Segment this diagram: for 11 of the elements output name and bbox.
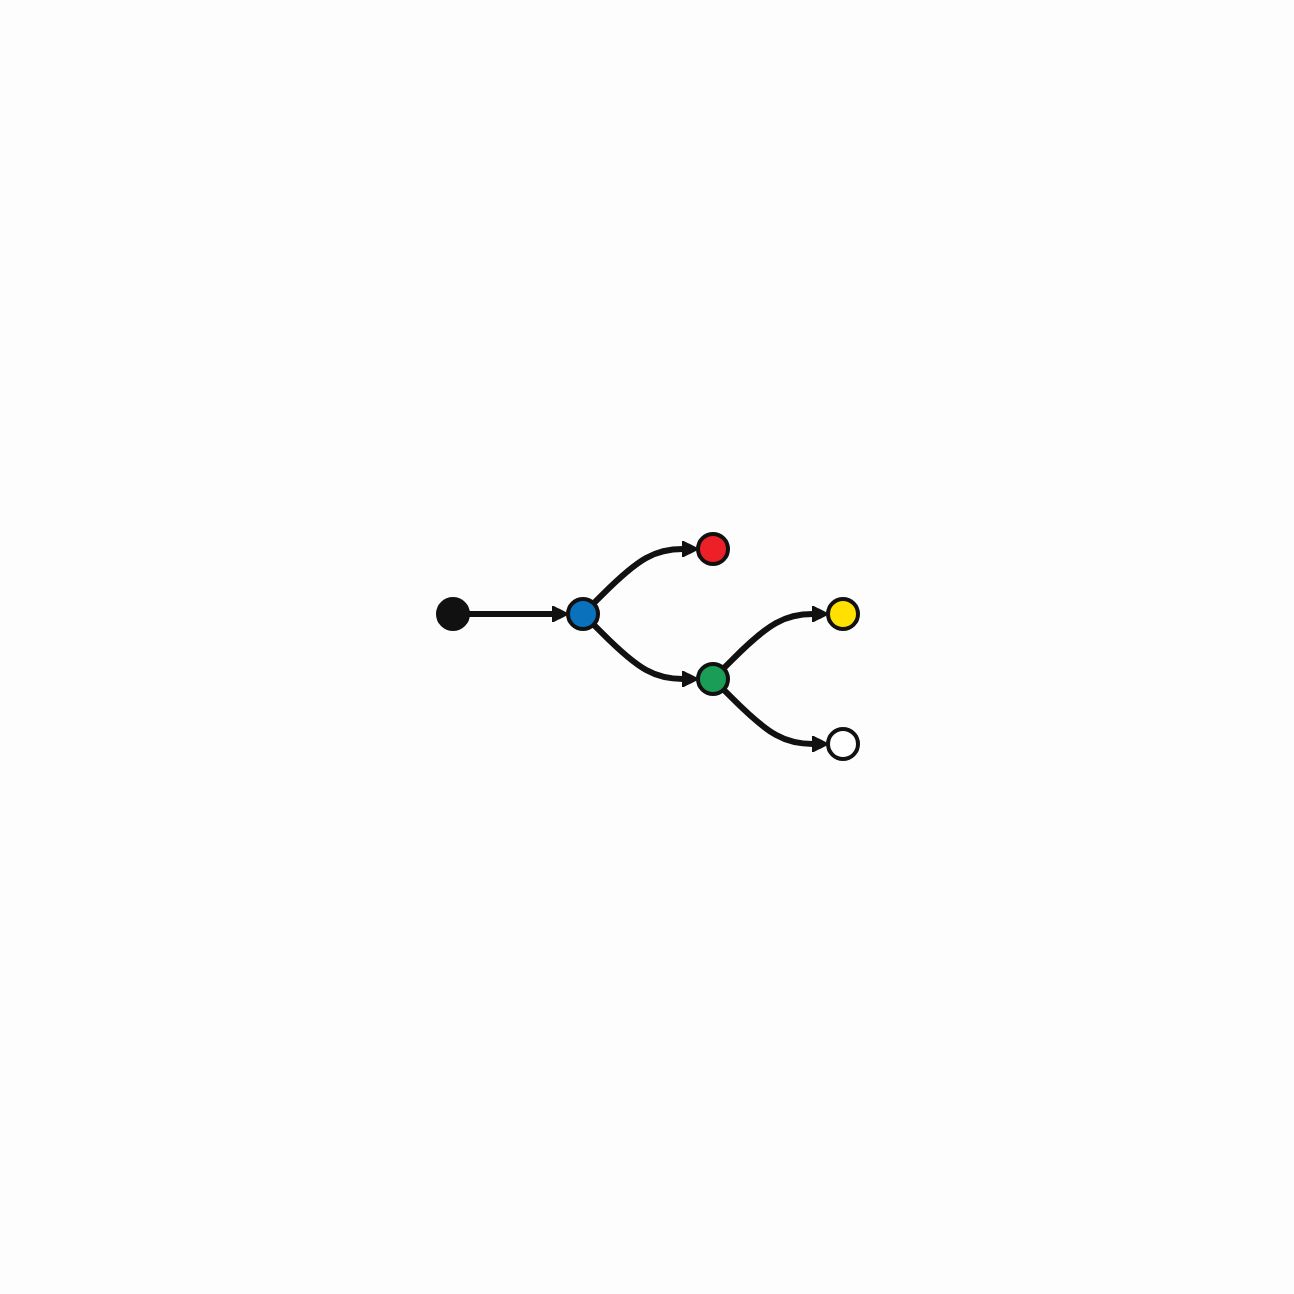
node-circle — [695, 662, 729, 697]
node-circle — [695, 532, 729, 567]
arrow — [467, 605, 568, 624]
arrow — [590, 540, 698, 606]
arrow — [590, 623, 698, 689]
arrow — [720, 605, 828, 671]
node-circle — [435, 597, 469, 632]
arrow — [720, 688, 828, 754]
node-circle — [565, 597, 599, 632]
node-circle — [825, 727, 859, 762]
node-circle — [825, 597, 859, 632]
